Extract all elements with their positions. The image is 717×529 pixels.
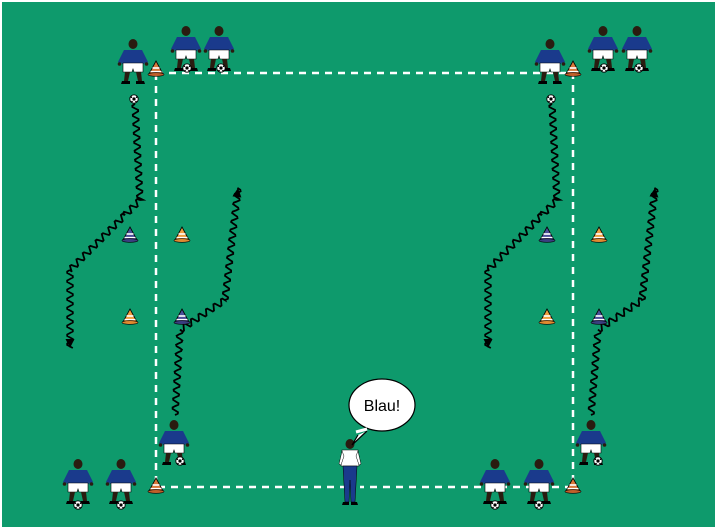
ball-icon xyxy=(594,457,602,465)
ball-icon xyxy=(217,64,225,72)
ball-icon xyxy=(183,64,191,72)
ball-icon xyxy=(176,457,184,465)
ball-icon xyxy=(130,95,138,103)
ball-icon xyxy=(547,95,555,103)
ball-icon xyxy=(74,501,82,509)
ball-icon xyxy=(535,501,543,509)
ball-icon xyxy=(635,64,643,72)
speech-text: Blau! xyxy=(364,398,400,415)
ball-icon xyxy=(491,501,499,509)
ball-icon xyxy=(600,64,608,72)
ball-icon xyxy=(117,501,125,509)
